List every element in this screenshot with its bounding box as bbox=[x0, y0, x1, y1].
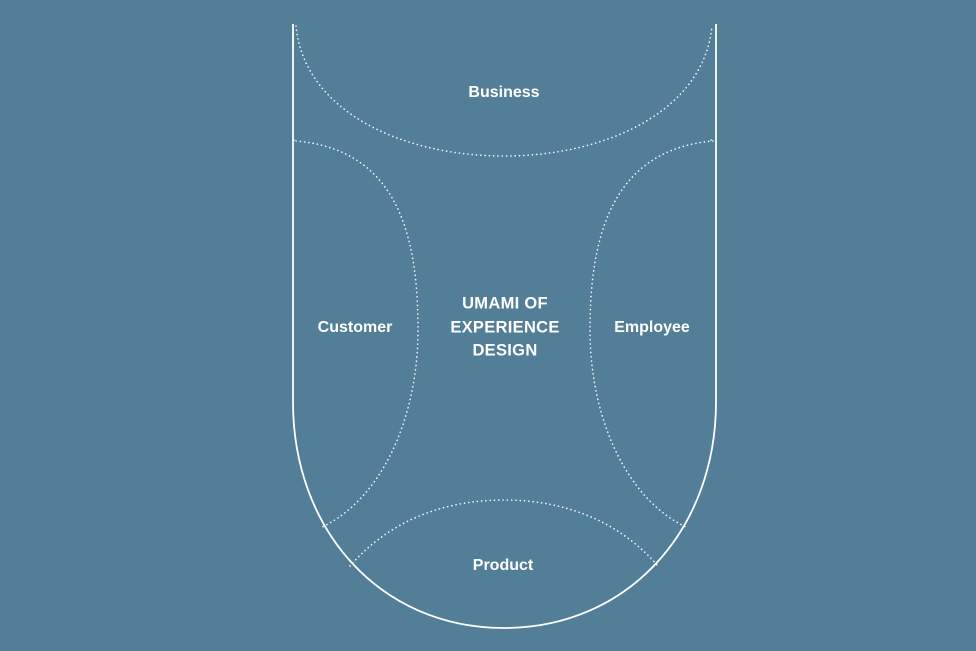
center-title-line1: UMAMI OF bbox=[462, 294, 548, 312]
container-outline bbox=[292, 24, 717, 629]
employee-label: Employee bbox=[614, 319, 690, 336]
customer-label: Customer bbox=[318, 319, 393, 336]
product-region-boundary bbox=[349, 499, 659, 567]
center-title-line2: EXPERIENCE bbox=[450, 318, 559, 336]
product-label: Product bbox=[473, 557, 534, 574]
customer-region-boundary bbox=[295, 140, 419, 528]
business-region-boundary bbox=[295, 25, 713, 157]
business-label: Business bbox=[468, 84, 539, 101]
center-title-line3: DESIGN bbox=[472, 341, 537, 359]
employee-region-boundary bbox=[589, 140, 714, 528]
